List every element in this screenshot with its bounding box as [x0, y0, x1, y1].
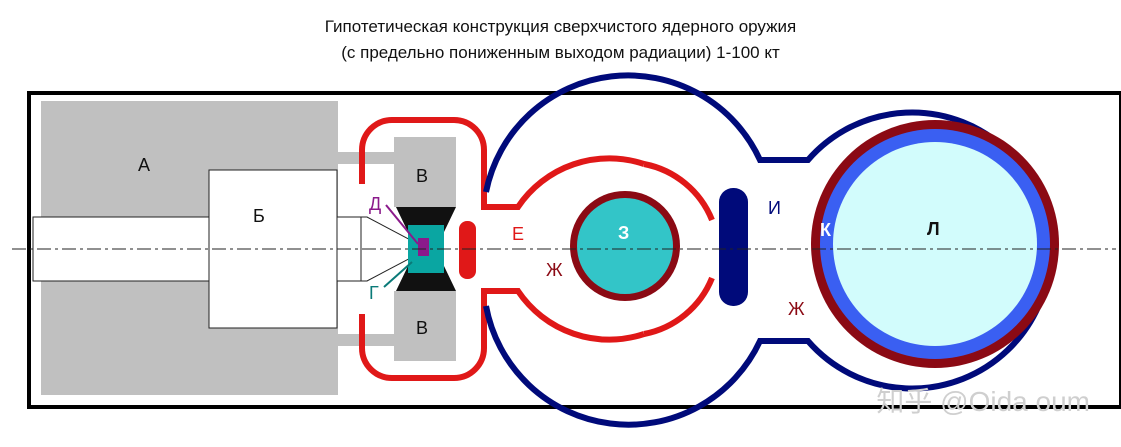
label-e: Е — [512, 224, 524, 244]
connector-top — [338, 152, 394, 164]
component-i-plate — [719, 188, 748, 306]
diagram-title: Гипотетическая конструкция сверхчистого … — [0, 14, 1121, 66]
label-g: Г — [369, 283, 379, 303]
leader-d — [385, 204, 419, 245]
label-v-top: В — [416, 166, 428, 186]
title-line-2: (с предельно пониженным выходом радиации… — [341, 43, 780, 62]
component-d — [418, 238, 429, 256]
connector-bottom — [338, 334, 394, 346]
label-zh-outer: Ж — [788, 299, 805, 319]
label-zh-inner: Ж — [546, 260, 563, 280]
component-v-bottom — [394, 291, 456, 361]
red-capsule — [359, 117, 487, 381]
red-sphere-shell — [643, 161, 715, 337]
label-b: Б — [253, 206, 265, 226]
sphere-z-core — [577, 198, 673, 294]
component-v-top — [394, 137, 456, 207]
red-channel — [481, 155, 645, 343]
watermark: 知乎 @Oida oum — [876, 386, 1090, 417]
leader-g — [383, 261, 413, 288]
label-i: И — [768, 198, 781, 218]
label-d: Д — [369, 194, 381, 214]
sphere-l-core — [833, 142, 1037, 346]
label-z: З — [618, 223, 629, 243]
label-v-bottom: В — [416, 318, 428, 338]
label-k: К — [820, 220, 832, 240]
red-pill — [459, 221, 476, 279]
title-line-1: Гипотетическая конструкция сверхчистого … — [324, 17, 797, 36]
outer-casing — [27, 91, 1121, 409]
label-a: А — [138, 155, 150, 175]
label-l: Л — [927, 219, 940, 239]
